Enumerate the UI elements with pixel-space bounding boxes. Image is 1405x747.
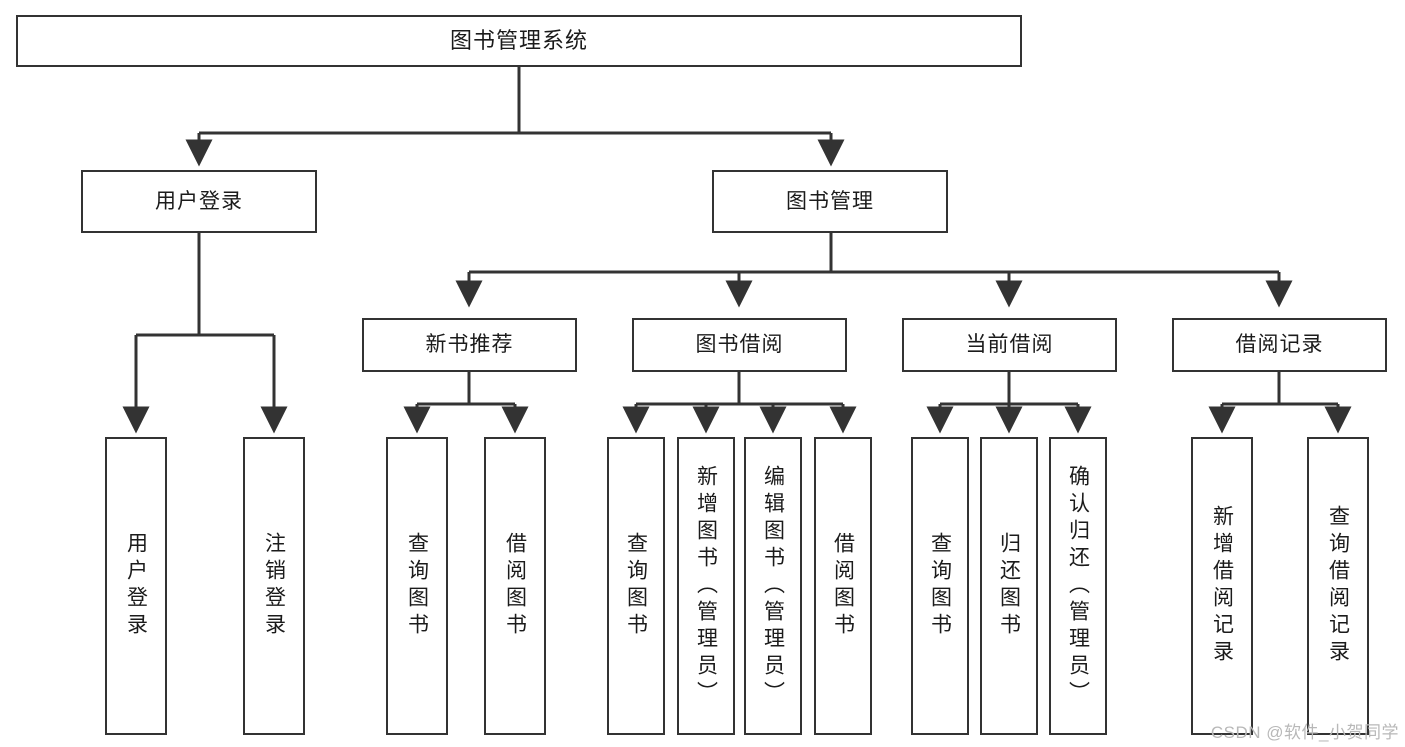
node-current-borrowing[interactable]: 当前借阅: [902, 318, 1117, 372]
node-label: 新增图书（管理员）: [694, 464, 718, 708]
leaf-current-return-books[interactable]: 归还图书: [980, 437, 1038, 735]
leaf-new-book-borrow-books[interactable]: 借阅图书: [484, 437, 546, 735]
node-label: 查询图书: [928, 532, 952, 640]
node-root-book-management-system[interactable]: 图书管理系统: [16, 15, 1022, 67]
node-label: 借阅记录: [1235, 333, 1324, 357]
leaf-record-add-borrow-record[interactable]: 新增借阅记录: [1191, 437, 1253, 735]
node-label: 图书借阅: [695, 333, 784, 357]
node-label: 用户登录: [124, 532, 148, 640]
node-label: 用户登录: [155, 189, 243, 213]
node-new-book-recommendation[interactable]: 新书推荐: [362, 318, 577, 372]
leaf-record-query-borrow-record[interactable]: 查询借阅记录: [1307, 437, 1369, 735]
leaf-borrow-edit-book-admin[interactable]: 编辑图书（管理员）: [744, 437, 802, 735]
node-label: 查询借阅记录: [1326, 505, 1350, 667]
node-label: 借阅图书: [503, 532, 527, 640]
node-borrowing-records[interactable]: 借阅记录: [1172, 318, 1387, 372]
node-book-management[interactable]: 图书管理: [712, 170, 948, 233]
leaf-new-book-query-books[interactable]: 查询图书: [386, 437, 448, 735]
node-label: 借阅图书: [831, 532, 855, 640]
leaf-user-login-login[interactable]: 用户登录: [105, 437, 167, 735]
leaf-borrow-add-book-admin[interactable]: 新增图书（管理员）: [677, 437, 735, 735]
node-book-borrowing[interactable]: 图书借阅: [632, 318, 847, 372]
leaf-borrow-query-books[interactable]: 查询图书: [607, 437, 665, 735]
node-label: 图书管理系统: [449, 27, 588, 53]
node-label: 查询图书: [624, 532, 648, 640]
node-label: 编辑图书（管理员）: [761, 464, 785, 708]
node-user-login[interactable]: 用户登录: [81, 170, 317, 233]
node-label: 新书推荐: [425, 333, 514, 357]
node-label: 注销登录: [262, 532, 286, 640]
node-label: 确认归还（管理员）: [1066, 464, 1090, 708]
node-label: 查询图书: [405, 532, 429, 640]
node-label: 图书管理: [786, 189, 874, 213]
leaf-user-login-logout[interactable]: 注销登录: [243, 437, 305, 735]
leaf-current-query-books[interactable]: 查询图书: [911, 437, 969, 735]
node-label: 新增借阅记录: [1210, 505, 1234, 667]
leaf-borrow-borrow-books[interactable]: 借阅图书: [814, 437, 872, 735]
node-label: 归还图书: [997, 532, 1021, 640]
node-label: 当前借阅: [965, 333, 1054, 357]
leaf-current-confirm-return-admin[interactable]: 确认归还（管理员）: [1049, 437, 1107, 735]
